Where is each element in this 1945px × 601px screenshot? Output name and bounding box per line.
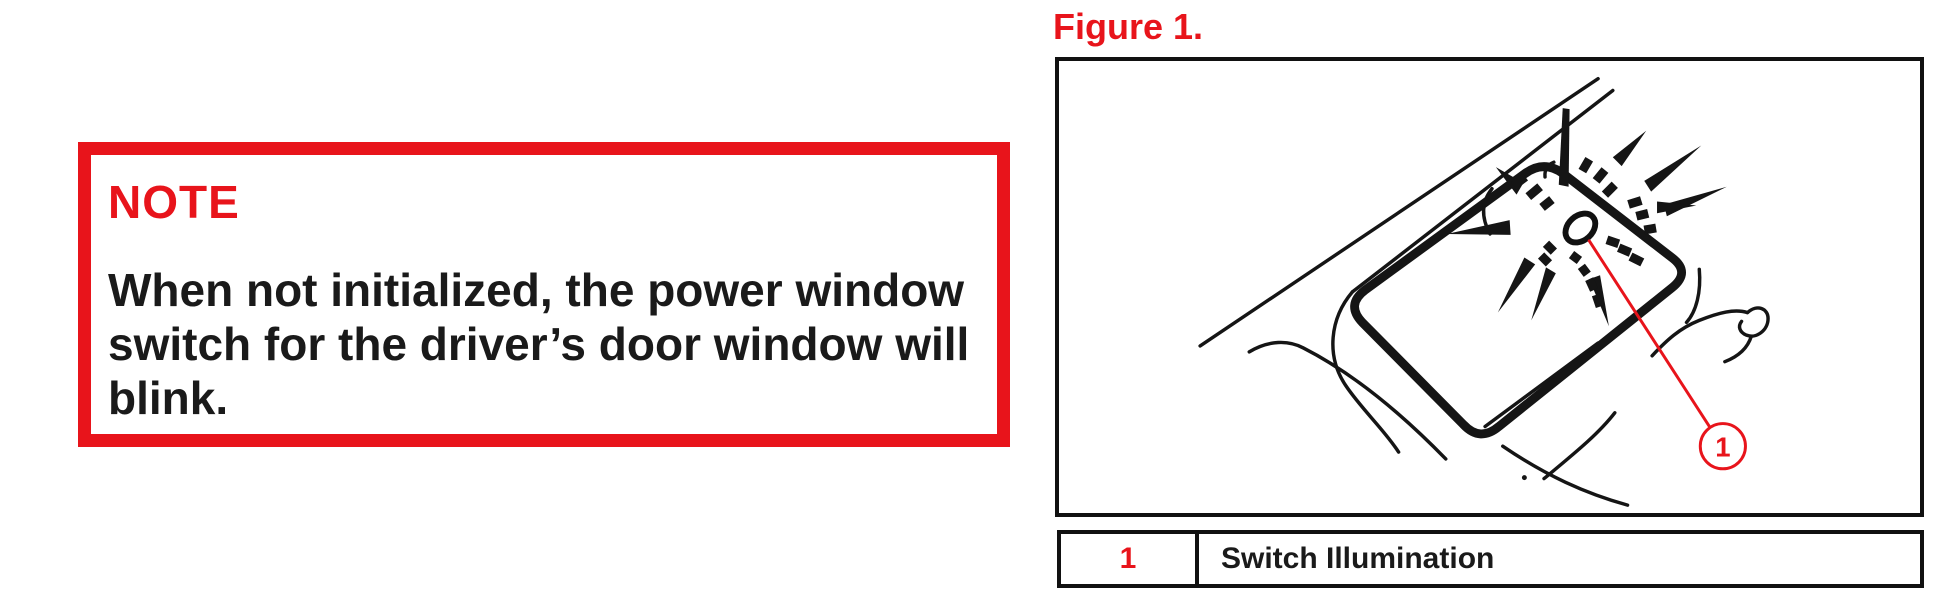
armrest-lines [1483,267,1770,507]
figure-caption: Figure 1. [1053,6,1204,47]
callout-leader-line [1587,239,1712,429]
switch-detail-arcs [1481,160,1556,236]
figure-frame: 1 [1055,57,1924,517]
note-body-line: switch for the driver’s door window will [108,318,970,370]
legend-table: 1 Switch Illumination [1057,530,1924,588]
note-body-line: When not initialized, the power window [108,264,965,316]
callout-number: 1 [1715,432,1730,463]
note-heading: NOTE [108,176,240,228]
door-trim-lines [1198,76,1615,461]
note-body: When not initialized, the power window s… [108,263,987,425]
legend-description-cell: Switch Illumination [1221,542,1495,575]
callout-1-marker: 1 [1587,239,1747,471]
switch-illumination-center [1562,210,1599,246]
switch-bezel-outline [1350,162,1686,439]
switch-illustration: 1 [1198,76,1770,507]
legend-number-cell: 1 [1061,534,1199,584]
blink-dashes [1510,157,1657,309]
callout-circle [1698,422,1747,471]
note-box: NOTE When not initialized, the power win… [78,142,1010,447]
blink-burst-rays [1446,108,1727,327]
note-body-line: blink. [108,372,229,424]
